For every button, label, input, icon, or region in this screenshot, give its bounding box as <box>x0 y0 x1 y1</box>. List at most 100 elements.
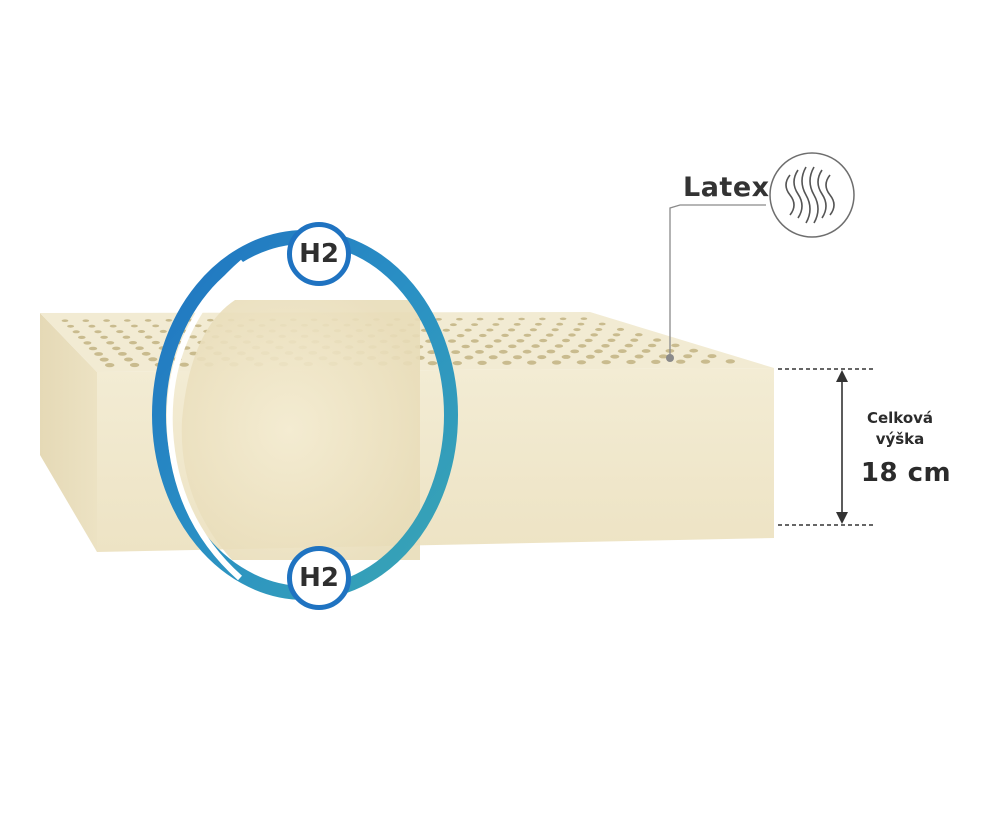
latex-hole <box>641 349 651 353</box>
latex-hole <box>551 328 559 332</box>
latex-hole <box>658 354 668 359</box>
latex-hole <box>624 343 633 348</box>
latex-hole <box>452 361 462 366</box>
latex-hole <box>601 344 610 348</box>
latex-hole <box>527 360 537 365</box>
latex-hole <box>442 328 450 332</box>
latex-hole <box>576 360 587 365</box>
latex-hole <box>522 349 532 354</box>
latex-hole <box>475 350 484 354</box>
latex-hole <box>539 338 548 343</box>
latex-hole <box>647 343 657 348</box>
latex-leader-dot <box>666 354 674 362</box>
latex-hole <box>476 317 484 321</box>
latex-hole <box>144 335 153 339</box>
latex-hole <box>513 323 521 326</box>
latex-hole <box>103 319 110 322</box>
latex-hole <box>539 317 546 321</box>
heat-waves-icon <box>769 152 855 238</box>
latex-hole <box>562 338 570 343</box>
latex-hole <box>159 329 167 333</box>
latex-hole <box>189 335 197 339</box>
latex-hole <box>122 335 131 339</box>
latex-hole <box>78 335 86 339</box>
height-label-line2: výška <box>875 430 925 448</box>
latex-hole <box>484 344 494 349</box>
latex-hole <box>502 360 512 365</box>
latex-hole <box>601 360 611 365</box>
latex-hole <box>570 349 580 354</box>
latex-hole <box>630 338 639 342</box>
cross-section-cutout <box>181 300 420 560</box>
latex-hole <box>612 333 621 337</box>
latex-hole <box>179 362 189 367</box>
latex-hole <box>72 330 80 334</box>
latex-hole <box>488 355 498 360</box>
latex-hole <box>707 354 717 359</box>
latex-hole <box>551 360 562 365</box>
latex-hole <box>109 324 117 328</box>
latex-hole <box>501 333 509 337</box>
latex-hole <box>118 352 127 356</box>
latex-hole <box>594 349 603 354</box>
latex-hole <box>556 322 564 326</box>
latex-hole <box>595 328 603 331</box>
height-arrow-down <box>836 512 848 524</box>
latex-hole <box>554 344 564 348</box>
height-label-line1: Celková <box>866 409 934 427</box>
latex-hole <box>610 354 620 359</box>
latex-hole <box>105 363 115 368</box>
latex-hole <box>88 346 98 351</box>
latex-hole <box>129 341 137 345</box>
latex-hole <box>116 330 124 334</box>
latex-hole <box>207 318 214 322</box>
latex-hole <box>537 355 547 360</box>
latex-hole <box>573 328 581 332</box>
latex-leader-line <box>669 204 766 358</box>
latex-hole <box>653 338 662 342</box>
latex-hole <box>585 354 595 359</box>
latex-hole <box>141 351 151 356</box>
latex-hole <box>568 333 576 337</box>
latex-hole <box>616 327 625 331</box>
latex-hole <box>546 349 556 354</box>
material-label: Latex <box>683 172 770 203</box>
mattress-left-face <box>40 313 97 552</box>
latex-hole <box>561 354 571 359</box>
latex-hole <box>427 361 438 366</box>
latex-hole <box>471 323 479 326</box>
latex-hole <box>448 339 456 343</box>
latex-hole <box>94 330 102 334</box>
latex-hole <box>493 339 502 343</box>
latex-hole <box>671 343 680 348</box>
latex-hole <box>577 322 585 326</box>
latex-hole <box>578 344 587 348</box>
latex-hole <box>584 338 593 343</box>
latex-hole <box>559 317 567 321</box>
latex-hole <box>676 359 686 364</box>
latex-hole <box>580 317 588 321</box>
latex-hole <box>100 335 108 339</box>
latex-hole <box>523 333 532 337</box>
latex-hole <box>194 324 202 328</box>
latex-hole <box>449 323 457 327</box>
latex-hole <box>165 319 173 322</box>
firmness-badge-bottom: H2 <box>287 546 351 610</box>
latex-hole <box>590 333 598 337</box>
latex-hole <box>508 328 516 332</box>
latex-hole <box>486 328 494 332</box>
latex-hole <box>492 323 500 326</box>
latex-hole <box>497 317 505 321</box>
latex-hole <box>456 334 465 338</box>
latex-hole <box>617 349 627 353</box>
latex-hole <box>545 333 554 337</box>
firmness-badge-top: H2 <box>287 222 351 286</box>
latex-hole <box>152 324 160 328</box>
latex-hole <box>479 333 487 338</box>
latex-hole <box>651 359 661 364</box>
latex-hole <box>151 340 160 345</box>
latex-hole <box>700 359 711 364</box>
latex-hole <box>534 322 542 326</box>
latex-hole <box>129 362 140 368</box>
latex-hole <box>451 350 461 354</box>
